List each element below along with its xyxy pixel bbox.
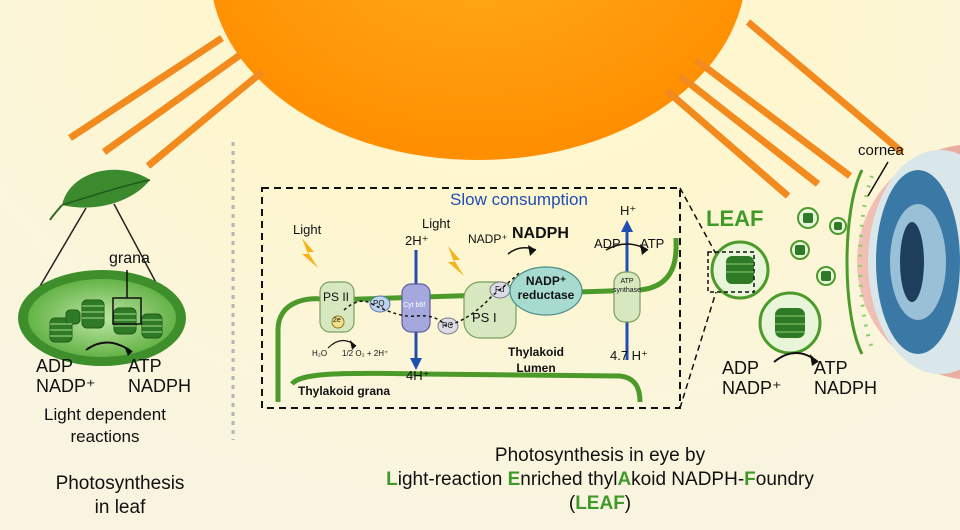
caption-line3: (LEAF) xyxy=(568,493,632,514)
leaf-outputs: ATP NADPH xyxy=(128,356,191,396)
pc-label: PC xyxy=(442,321,454,330)
chloroplast xyxy=(18,270,186,366)
eye-output-nadph: NADPH xyxy=(814,378,878,398)
eye-inputs: ADP NADP⁺ xyxy=(722,358,782,398)
leaf-title: LEAF xyxy=(706,206,764,231)
caption-line1: Photosynthesis in eye by xyxy=(494,445,706,466)
ps1-label: PS I xyxy=(472,310,497,325)
grana-label: grana xyxy=(109,250,150,267)
electron-flow xyxy=(343,271,521,327)
sun xyxy=(213,0,743,160)
sun-rays xyxy=(68,19,905,199)
leaf-icon xyxy=(49,169,151,221)
cornea-pointer xyxy=(867,161,889,197)
water-split-left: H₂O xyxy=(312,349,328,358)
nadp-plus-label: NADP⁺ xyxy=(468,232,508,246)
leaf-organelle xyxy=(707,240,822,355)
caption-line2: Light-reaction Enriched thylAkoid NADPH-… xyxy=(386,469,814,490)
water-split-right: 1/2 O₂ + 2H⁺ xyxy=(342,349,389,358)
plastoquinone xyxy=(369,295,391,313)
proton-2h-label: 2H⁺ xyxy=(405,233,429,248)
eye-icon xyxy=(845,144,960,380)
lightning-icons xyxy=(302,238,464,276)
ps2-label: PS II xyxy=(323,290,350,304)
atp-label: ATP xyxy=(640,236,665,251)
h-plus-label: H⁺ xyxy=(620,203,637,218)
light-label-ps2: Light xyxy=(293,222,322,237)
leaf-input-nadp: NADP⁺ xyxy=(36,376,96,396)
leaf-output-atp: ATP xyxy=(128,356,162,376)
nadph-label: NADPH xyxy=(512,225,569,242)
leaf-input-adp: ADP xyxy=(36,356,74,376)
fd-label: Fd xyxy=(495,285,505,294)
cornea-label: cornea xyxy=(858,142,904,159)
atp-synthase xyxy=(613,271,641,323)
proton-4h-label: 4H⁺ xyxy=(406,368,430,383)
reductase-label: NADP⁺ reductase xyxy=(517,274,575,302)
thylakoid-lumen-label: Thylakoid Lumen xyxy=(507,345,564,375)
nadp-reductase xyxy=(509,266,583,316)
eye-output-atp: ATP xyxy=(814,358,848,378)
bottom-caption: Photosynthesis in eye by Light-reaction … xyxy=(300,444,900,516)
atp-synthase-label: ATP synthase xyxy=(612,278,642,294)
light-label-ps1: Light xyxy=(422,216,451,231)
leaf-output-nadph: NADPH xyxy=(128,376,192,396)
lumen-h-label: 4.7 H⁺ xyxy=(610,348,648,363)
eye-input-nadp: NADP⁺ xyxy=(722,378,782,398)
thylakoid-zoom-box xyxy=(261,187,681,409)
adp-label: ADP xyxy=(594,236,621,251)
cytochrome-b6f xyxy=(401,283,431,333)
electron-label: 2e xyxy=(333,317,341,324)
leaf-inputs: ADP NADP⁺ xyxy=(36,356,96,396)
cyt-label: Cyt b6f xyxy=(403,302,426,309)
pq-label: PQ xyxy=(373,299,385,308)
photosystem-2 xyxy=(319,281,355,333)
plastocyanin xyxy=(437,317,459,335)
slow-consumption-label: Slow consumption xyxy=(450,190,588,209)
eye-input-adp: ADP xyxy=(722,358,760,378)
eye-outputs: ATP NADPH xyxy=(814,358,877,398)
leaf-caption: Photosynthesis in leaf xyxy=(55,473,185,518)
thylakoid-grana-label: Thylakoid grana xyxy=(298,384,391,398)
light-dependent-label: Light dependent reactions xyxy=(44,405,166,446)
